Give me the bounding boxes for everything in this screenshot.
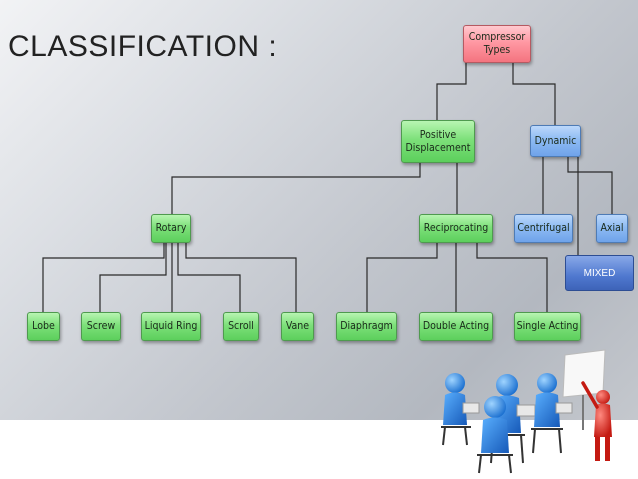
node-double-acting: Double Acting (419, 312, 493, 341)
connector-root-left (436, 62, 467, 120)
connector-rotary-vane (185, 243, 297, 312)
connector-dyn-axial (567, 157, 613, 214)
connector-rotary-screw (99, 243, 167, 312)
connector-recip-diaphragm (366, 243, 438, 312)
node-rotary: Rotary (151, 214, 191, 243)
node-vane: Vane (281, 312, 314, 341)
slide-title: CLASSIFICATION : (8, 30, 278, 63)
node-mixed: MIXED (565, 255, 634, 291)
node-centrifugal: Centrifugal (514, 214, 573, 243)
audience-icon (441, 373, 573, 474)
node-dynamic: Dynamic (530, 125, 581, 157)
presentation-clipart (441, 349, 612, 474)
connector-rotary-lobe (42, 243, 165, 312)
node-scroll: Scroll (223, 312, 259, 341)
connector-root-right (512, 62, 556, 125)
node-reciprocating: Reciprocating (419, 214, 493, 243)
node-diaphragm: Diaphragm (336, 312, 397, 341)
node-screw: Screw (81, 312, 121, 341)
node-lobe: Lobe (27, 312, 60, 341)
node-single-acting: Single Acting (514, 312, 581, 341)
node-axial: Axial (596, 214, 628, 243)
node-liquid-ring: Liquid Ring (141, 312, 201, 341)
connector-pd-rotary (171, 163, 421, 214)
node-positive-displacement: Positive Displacement (401, 120, 475, 163)
connector-recip-single (476, 243, 548, 312)
connector-rotary-scroll (177, 243, 241, 312)
node-compressor-types: Compressor Types (463, 25, 531, 63)
presenter-icon (581, 381, 612, 461)
